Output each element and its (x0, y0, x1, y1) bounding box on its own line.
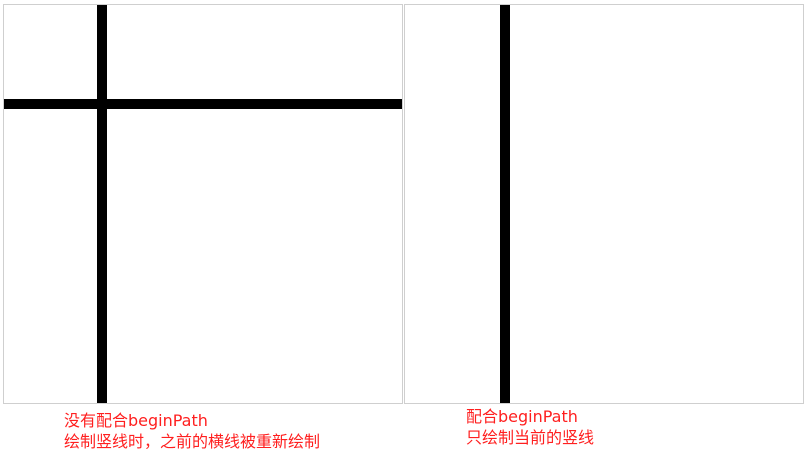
canvas-right-drawing (500, 5, 510, 403)
caption-left: 没有配合beginPath 绘制竖线时，之前的横线被重新绘制 (64, 410, 320, 452)
caption-right-line1: 配合beginPath (466, 407, 578, 426)
caption-left-line2: 绘制竖线时，之前的横线被重新绘制 (64, 432, 321, 451)
caption-right-line2: 只绘制当前的竖线 (466, 428, 595, 447)
canvas-without-beginpath (3, 4, 403, 404)
canvas-with-beginpath (404, 4, 804, 404)
caption-right: 配合beginPath 只绘制当前的竖线 (466, 406, 594, 448)
caption-left-line1: 没有配合beginPath (64, 411, 208, 430)
canvas-left-drawing (4, 5, 402, 403)
